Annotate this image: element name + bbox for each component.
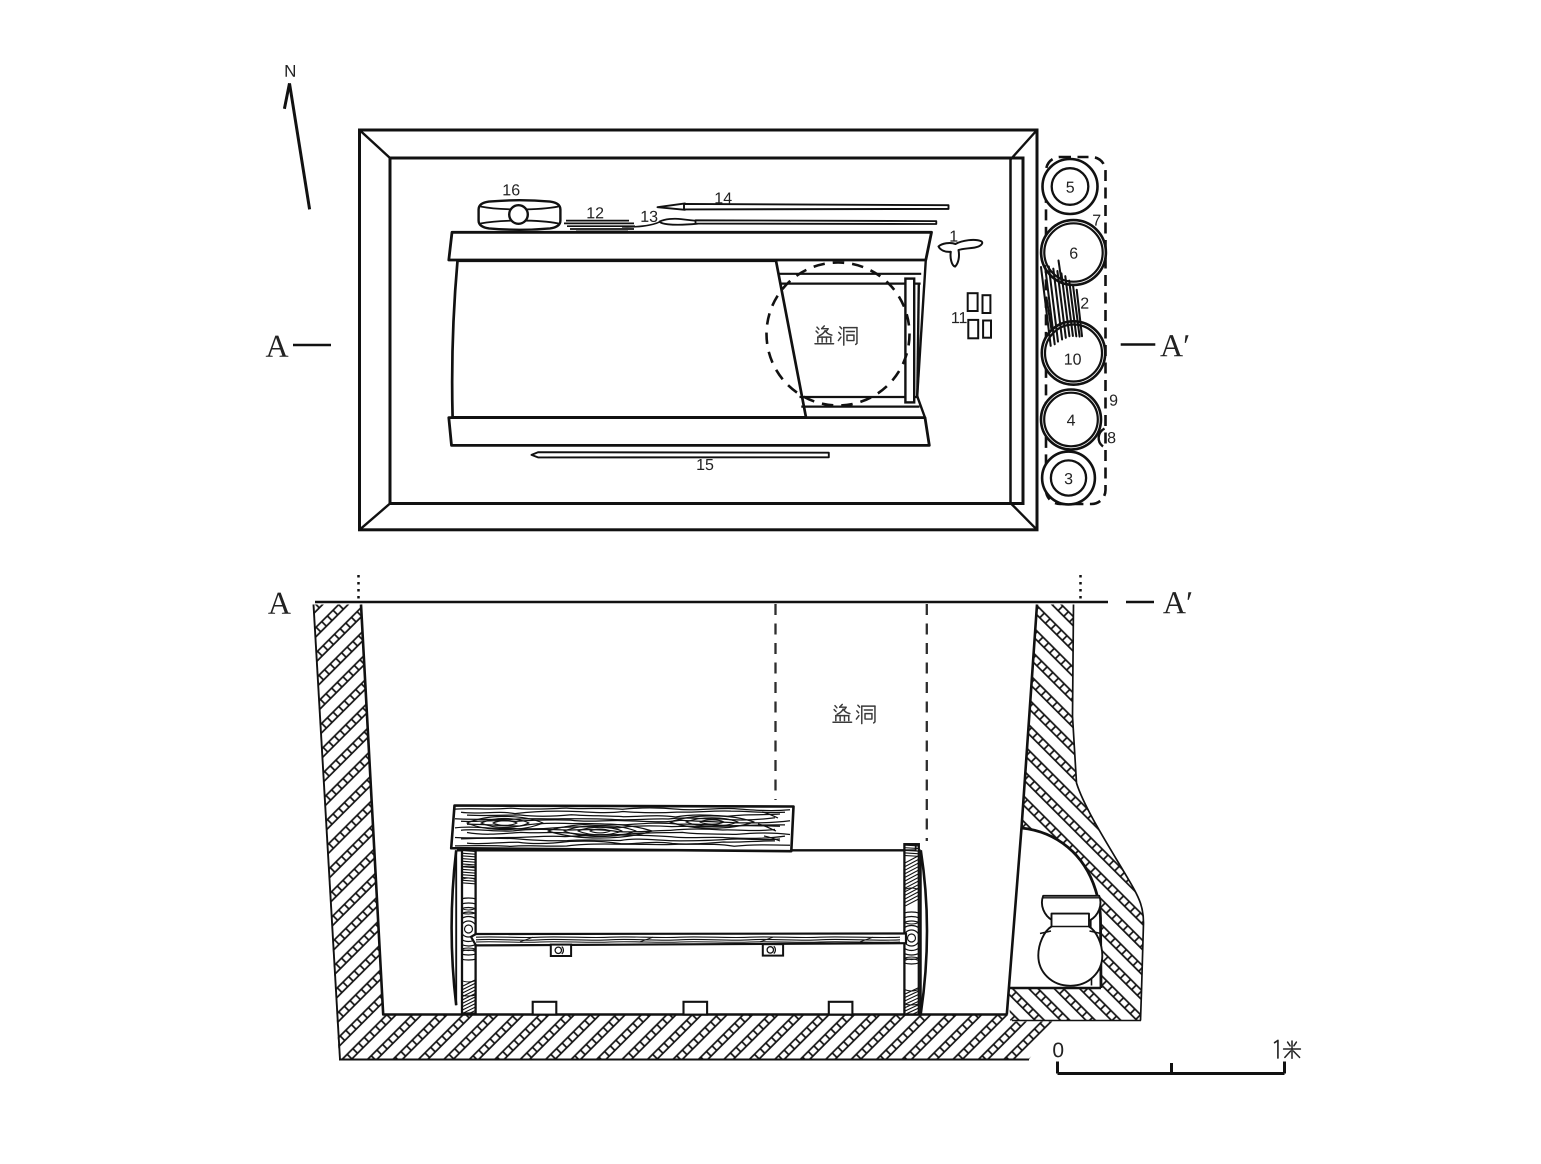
artifact-number-label: 10: [1064, 352, 1082, 369]
scale-zero-label: 0: [1052, 1039, 1064, 1062]
section-labels: A A′ 盗洞 0 1米: [268, 584, 1300, 1062]
artifact-number-label: 15: [696, 457, 714, 474]
artifact-number-label: 12: [586, 205, 604, 222]
artifact-2-arrow-bundle: [1039, 259, 1084, 347]
artifact-number-label: 7: [1092, 213, 1101, 230]
plan-section-label-right: A′: [1160, 327, 1190, 363]
artifact-number-label: 8: [1107, 430, 1116, 447]
section-view: [312, 575, 1302, 1075]
artifact-number-label: 16: [502, 182, 520, 199]
earth-hatching: [312, 604, 1145, 1061]
scale-bar: [1056, 1039, 1302, 1075]
artifact-number-label: 13: [640, 209, 658, 226]
artifact-number-label: 1: [949, 229, 958, 246]
artifact-number-label: 3: [1064, 471, 1073, 488]
artifact-8-object: [1097, 427, 1106, 448]
section-robber-hole-text: 盗洞: [831, 702, 875, 727]
pot-in-niche: [1037, 894, 1104, 987]
artifact-14-spear: [656, 202, 950, 211]
vessel-circles: [1039, 157, 1108, 506]
niche-area-plan: [1039, 155, 1108, 506]
coffin-section: [449, 804, 929, 1016]
robber-hole-plan: [765, 261, 911, 407]
north-arrow-icon: [282, 83, 312, 210]
plan-view: [282, 83, 1156, 532]
artifact-number-label: 9: [1109, 393, 1118, 410]
section-line-plan: [293, 343, 1156, 347]
north-label: N: [284, 62, 296, 81]
artifact-11-plaques: [966, 292, 992, 340]
artifact-number-label: 11: [951, 310, 968, 327]
ground-line: [315, 575, 1154, 604]
artifact-number-label: 14: [714, 190, 732, 207]
section-label-right: A′: [1163, 584, 1193, 620]
plan-section-label-left: A: [266, 328, 289, 364]
scale-meter-label: 1米: [1266, 1037, 1300, 1062]
burial-pit-outline: [358, 128, 1039, 532]
section-label-left: A: [268, 585, 291, 621]
artifact-number-label: 4: [1067, 413, 1076, 430]
vessel-circle-4: [1039, 388, 1103, 451]
artifact-13-spear: [621, 217, 938, 228]
artifact-number-label: 5: [1066, 180, 1075, 197]
vessel-circle-3: [1040, 450, 1097, 506]
artifact-16-vessel: [477, 199, 562, 231]
artifact-15-rod: [530, 451, 830, 459]
niche-section: [1037, 894, 1104, 987]
artifact-number-label: 2: [1080, 296, 1089, 313]
robber-hole-section: [774, 604, 928, 841]
coffin-lid: [449, 804, 795, 853]
inner-coffin-plan: [450, 259, 808, 419]
artifact-number-label: 6: [1069, 246, 1078, 263]
artifact-1-object: [937, 238, 984, 268]
robber-hole-dashed-circle: [765, 261, 911, 407]
plan-robber-hole-text: 盗洞: [813, 324, 857, 349]
vessel-circle-5: [1041, 157, 1099, 216]
